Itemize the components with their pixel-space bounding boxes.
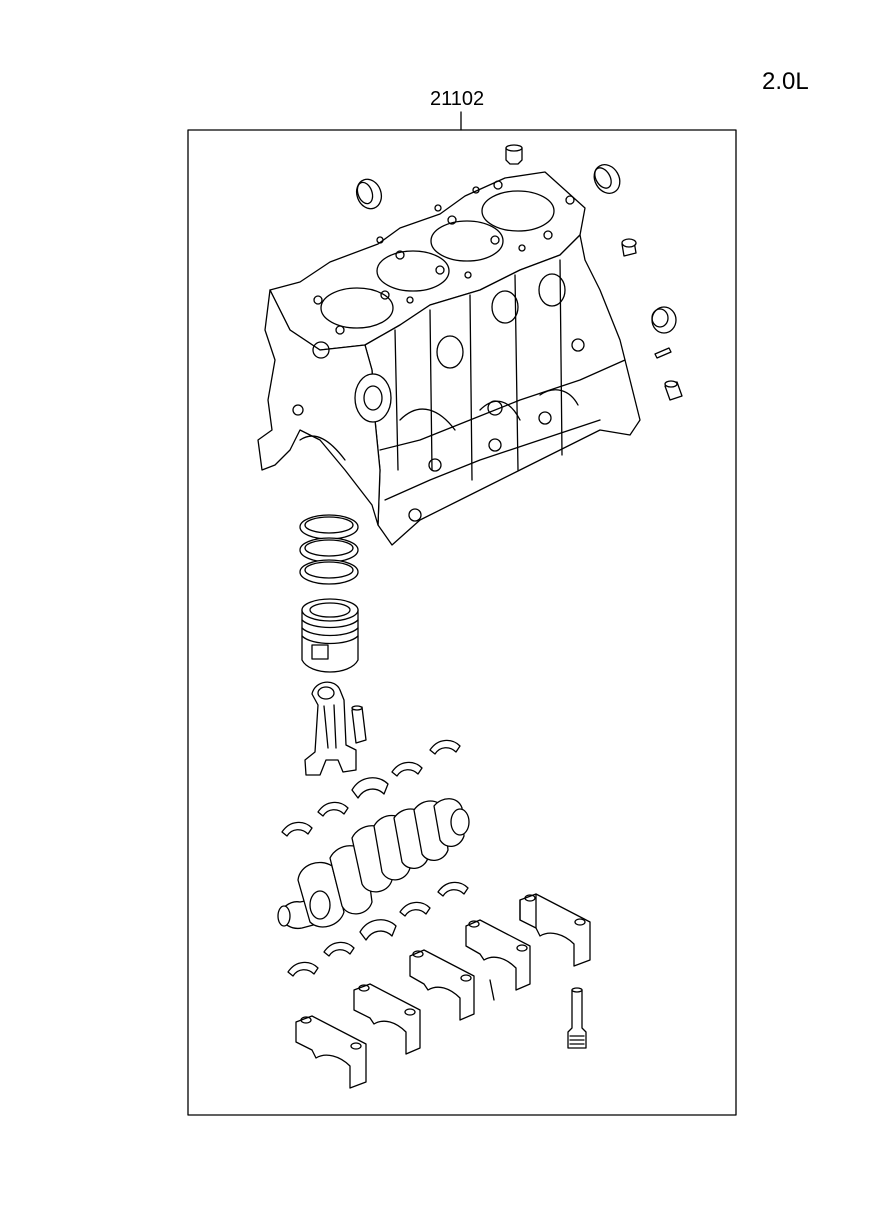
piston[interactable] — [301, 598, 359, 673]
main-bearing-cap-2[interactable] — [409, 949, 475, 1021]
core-plug-right[interactable] — [589, 160, 625, 198]
part-number-callout[interactable]: 21102 — [430, 88, 485, 110]
oil-seal-plug[interactable] — [651, 306, 677, 334]
main-bearing-cap-3[interactable] — [465, 919, 531, 1001]
connecting-rod-bearing[interactable] — [281, 739, 461, 837]
engine-displacement-label: 2.0L — [762, 68, 809, 95]
bushing[interactable] — [664, 380, 683, 401]
piston-ring-set[interactable] — [299, 514, 359, 585]
assembly-frame — [187, 129, 737, 1116]
dowel-pin-top[interactable] — [505, 144, 523, 165]
core-plug-left[interactable] — [353, 176, 386, 212]
cylinder-block[interactable] — [257, 171, 641, 546]
piston-pin[interactable] — [351, 705, 367, 744]
main-bearing-cap-4[interactable] — [519, 893, 591, 967]
bearing-cap-bolt[interactable] — [567, 987, 587, 1049]
plug-fitting[interactable] — [621, 238, 637, 257]
connecting-rod[interactable] — [304, 681, 357, 776]
crankshaft[interactable] — [277, 798, 470, 930]
dowel-pin-small[interactable] — [654, 347, 672, 359]
main-bearing-lower[interactable] — [287, 881, 469, 977]
main-bearing-cap-1[interactable] — [295, 983, 421, 1089]
